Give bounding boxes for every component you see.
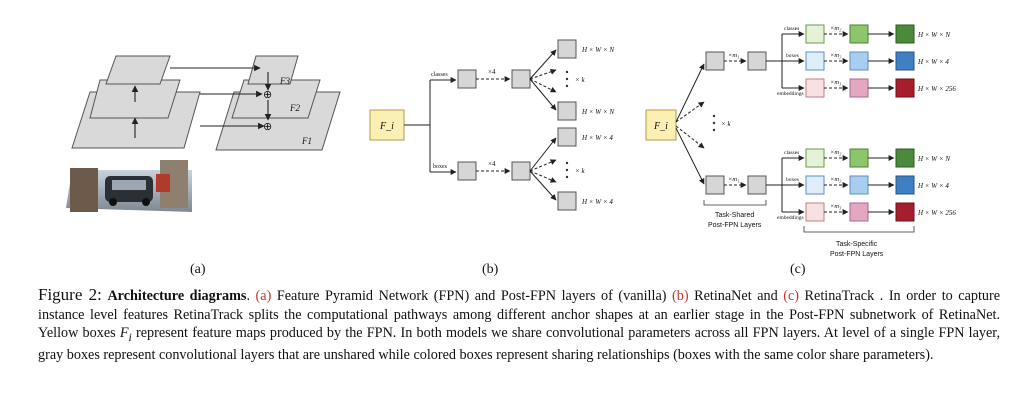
branch-embeddings-c-top: embeddings: [777, 91, 804, 97]
out-classes-c-1: H × W × N: [917, 31, 950, 39]
architecture-diagrams: ⊕ ⊕ F3 F2 F1 F_i classes boxes ×4 × k H …: [66, 24, 956, 258]
street-scene-photo: [66, 160, 192, 212]
ref-a: (a): [255, 288, 272, 304]
times4-top: ×4: [488, 68, 496, 76]
times-m2-c4: ×m₂: [830, 176, 842, 183]
input-fi-c: F_i: [653, 121, 668, 132]
times-m2-c3: ×m₂: [830, 149, 842, 156]
subfigure-label-c: (c): [790, 262, 806, 277]
times-m2-c2: ×m₂: [830, 52, 842, 59]
task-shared-label-2: Post-FPN Layers: [708, 222, 762, 229]
plus-symbol-1: ⊕: [263, 89, 272, 101]
caption-text-5: represent feature maps produced by the F…: [38, 325, 1000, 364]
figure-label: Figure 2:: [38, 285, 102, 304]
ref-b: (b): [672, 288, 689, 304]
times-m2-c1: ×m₂: [830, 25, 842, 32]
subfigure-label-b: (b): [482, 262, 499, 277]
layer-label-f1: F1: [301, 136, 312, 146]
caption-fi-sub: i: [128, 329, 132, 344]
panel-b-retinanet: F_i classes boxes ×4 × k H × W × N H × W…: [369, 39, 614, 211]
caption-text-1: .: [246, 288, 256, 304]
times-m3-c1: ×m₃: [830, 79, 841, 86]
branch-boxes-c-bottom: boxes: [786, 177, 799, 183]
input-fi-b: F_i: [379, 121, 394, 132]
out-boxes-c-2: H × W × 4: [917, 182, 949, 190]
out-classes-c-2: H × W × N: [917, 155, 950, 163]
times-m3-c2: ×m₃: [830, 203, 841, 210]
ref-c: (c): [783, 288, 799, 304]
branch-boxes-b: boxes: [433, 164, 448, 170]
out-embeddings-c-2: H × W × 256: [917, 209, 956, 217]
caption-title: Architecture diagrams: [107, 288, 247, 304]
layer-label-f2: F2: [289, 103, 300, 113]
caption-text-4: RetinaTrack . In order to capture instan…: [38, 288, 1001, 341]
times-k-bottom-b: × k: [575, 167, 585, 175]
times-k-top-b: × k: [575, 76, 585, 84]
task-specific-label-2: Post-FPN Layers: [830, 251, 884, 258]
panel-a-fpn: ⊕ ⊕ F3 F2 F1: [66, 55, 341, 212]
out-classes-b-2: H × W × N: [581, 108, 614, 116]
out-boxes-b-1: H × W × 4: [581, 134, 613, 142]
plus-symbol-2: ⊕: [263, 121, 272, 133]
figure-caption: Figure 2: Architecture diagrams. (a) Fea…: [38, 285, 1001, 365]
out-boxes-b-2: H × W × 4: [581, 198, 613, 206]
subfigure-label-a: (a): [190, 262, 206, 277]
task-shared-label-1: Task-Shared: [715, 212, 754, 219]
times-k-c: × k: [721, 120, 731, 128]
branch-classes-c-bottom: classes: [784, 150, 799, 156]
caption-text-2: Feature Pyramid Network (FPN) and Post-F…: [271, 288, 673, 304]
panel-c-retinatrack: F_i × k ×m₁ classes boxes embeddings ×m₂…: [645, 24, 956, 258]
out-boxes-c-1: H × W × 4: [917, 58, 949, 66]
branch-classes-c-top: classes: [784, 26, 799, 32]
times4-bottom: ×4: [488, 160, 496, 168]
times-m1-bottom: ×m₁: [728, 176, 739, 183]
caption-fi: F: [119, 325, 129, 341]
out-classes-b-1: H × W × N: [581, 46, 614, 54]
task-specific-label-1: Task-Specific: [836, 241, 878, 248]
out-embeddings-c-1: H × W × 256: [917, 85, 956, 93]
caption-text-3: RetinaNet and: [688, 288, 784, 304]
branch-classes-b: classes: [431, 72, 448, 78]
layer-label-f3: F3: [279, 76, 290, 86]
times-m1-top: ×m₁: [728, 52, 739, 59]
branch-boxes-c-top: boxes: [786, 53, 799, 59]
branch-embeddings-c-bottom: embeddings: [777, 215, 804, 221]
